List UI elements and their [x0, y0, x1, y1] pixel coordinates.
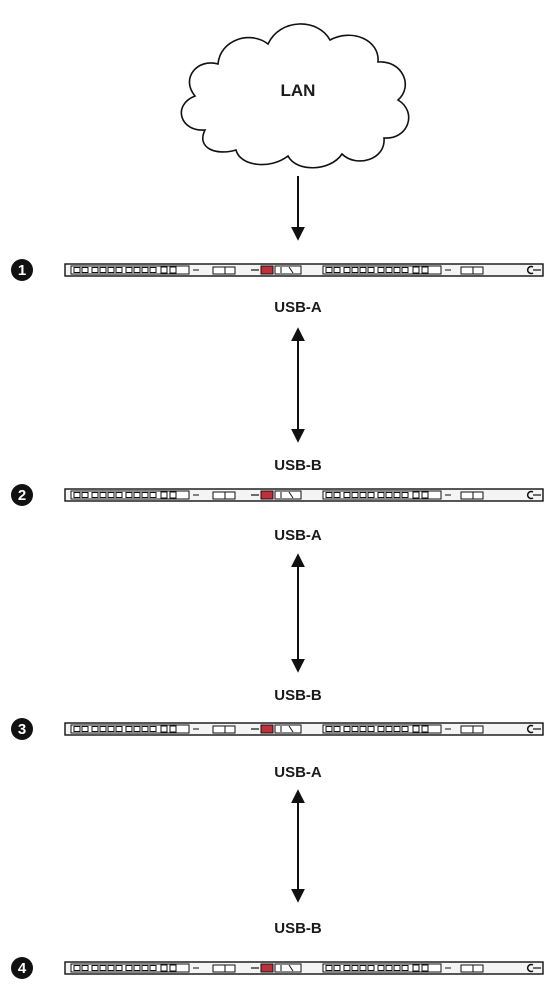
pdu-strip-icon	[64, 263, 544, 277]
usb-b-label: USB-B	[274, 920, 322, 937]
number-badge-icon	[11, 259, 33, 281]
unit-3: USB-B 3 USB-A	[11, 687, 544, 781]
number-badge-icon	[11, 484, 33, 506]
lan-label: LAN	[281, 81, 316, 100]
unit-2: USB-B 2 USB-A	[11, 457, 544, 544]
unit-number: 1	[18, 262, 26, 279]
pdu-strip-icon	[64, 722, 544, 736]
pdu-strip-icon	[64, 488, 544, 502]
usb-a-label: USB-A	[274, 527, 322, 544]
unit-number: 4	[18, 960, 27, 977]
unit-number: 2	[18, 487, 26, 504]
number-badge-icon	[11, 718, 33, 740]
usb-b-label: USB-B	[274, 687, 322, 704]
unit-1: 1 USB-A	[11, 259, 544, 316]
number-badge-icon	[11, 957, 33, 979]
lan-cloud: LAN	[180, 23, 410, 169]
usb-a-label: USB-A	[274, 764, 322, 781]
unit-number: 3	[18, 721, 26, 738]
usb-b-label: USB-B	[274, 457, 322, 474]
unit-4: USB-B 4	[11, 920, 544, 979]
cloud-icon	[180, 23, 410, 169]
pdu-strip-icon	[64, 961, 544, 975]
usb-a-label: USB-A	[274, 299, 322, 316]
